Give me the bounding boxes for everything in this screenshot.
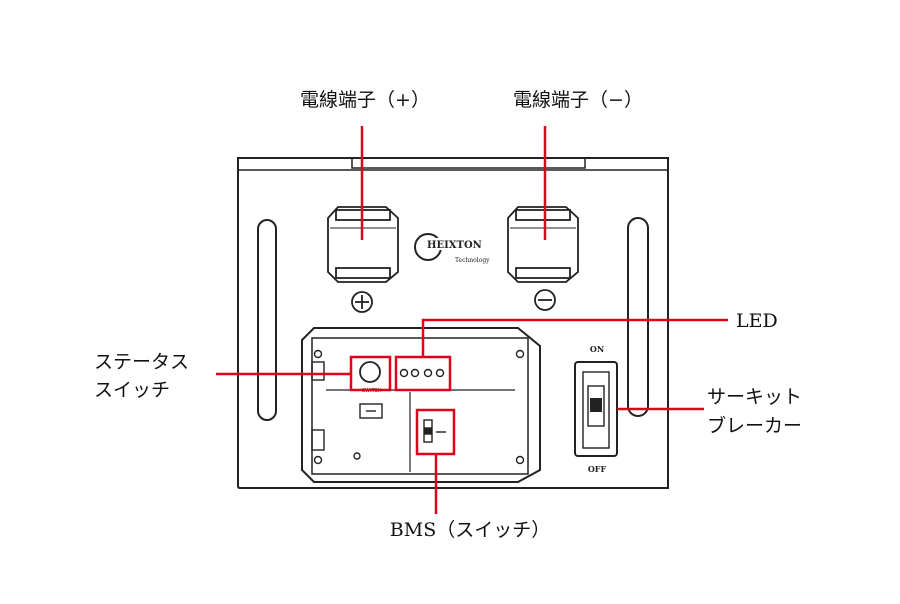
circuit-breaker-label-line1: サーキット	[707, 386, 802, 408]
panel-small-button	[353, 403, 383, 460]
circuit-breaker: ON OFF	[574, 344, 618, 474]
circuit-breaker-label-line2: ブレーカー	[707, 414, 802, 437]
panel-screws	[313, 349, 525, 465]
breaker-on-label: ON	[590, 344, 604, 354]
bms-switch-label: BMS（スイッチ）	[390, 519, 550, 541]
control-panel	[301, 327, 541, 483]
bms-highlight	[415, 408, 456, 456]
logo-subtext: Technology	[455, 257, 490, 264]
brand-logo: HEIXTON Technology	[414, 233, 490, 264]
panel-left-sockets	[311, 361, 325, 451]
led-indicators	[399, 368, 445, 378]
terminal-plus-label: 電線端子（+）	[300, 89, 430, 111]
led-highlight	[394, 355, 452, 392]
handle-slot-right	[627, 217, 649, 417]
terminal-minus-label: 電線端子（−）	[513, 89, 643, 111]
led-leader	[421, 318, 728, 357]
bms-switch	[423, 419, 446, 443]
breaker-off-label: OFF	[588, 464, 607, 474]
status-switch-label-line1: ステータス	[94, 351, 189, 373]
logo-text: HEIXTON	[427, 240, 482, 251]
status-switch-label-line2: スイッチ	[94, 379, 170, 401]
led-label: LED	[736, 310, 778, 332]
handle-slot-left	[257, 219, 277, 421]
terminal-minus	[507, 206, 579, 283]
battery-housing	[237, 157, 669, 489]
plus-symbol-icon	[351, 291, 373, 313]
callout-markers	[216, 126, 728, 514]
minus-symbol-icon	[534, 289, 556, 311]
